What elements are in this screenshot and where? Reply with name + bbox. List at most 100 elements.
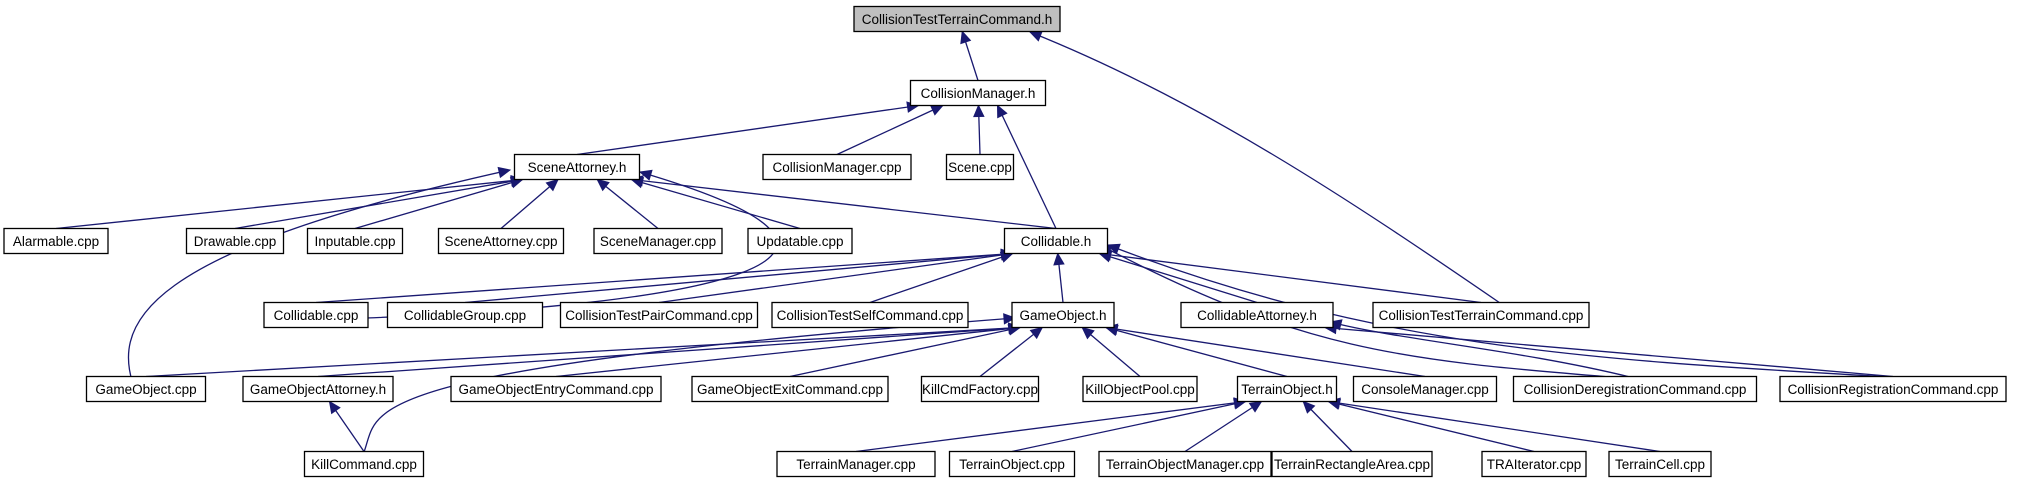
file-node[interactable]: TerrainManager.cpp	[776, 450, 936, 478]
dependency-edge	[576, 104, 919, 156]
node-box	[920, 375, 1040, 403]
node-label: TRAIterator.cpp	[1487, 457, 1582, 472]
file-node[interactable]: CollisionDeregistrationCommand.cpp	[1512, 375, 1758, 403]
dependency-edge	[1029, 31, 1501, 304]
file-node[interactable]: CollisionTestSelfCommand.cpp	[771, 301, 969, 329]
file-node[interactable]: Collidable.h	[1003, 227, 1109, 255]
file-node[interactable]: CollisionTestTerrainCommand.cpp	[1372, 301, 1590, 329]
node-box	[85, 375, 207, 403]
node-box	[1082, 375, 1198, 403]
node-box	[450, 375, 662, 403]
node-box	[437, 227, 565, 255]
file-node[interactable]: SceneAttorney.cpp	[437, 227, 565, 255]
arrowhead-icon	[545, 178, 559, 192]
arrowhead-icon	[596, 178, 610, 192]
dependency-edge	[1184, 400, 1262, 453]
node-box	[691, 375, 889, 403]
file-node[interactable]: GameObject.h	[1011, 301, 1115, 329]
file-node[interactable]: KillObjectPool.cpp	[1082, 375, 1198, 403]
file-node[interactable]: TerrainObject.h	[1236, 375, 1338, 403]
file-node[interactable]: GameObjectExitCommand.cpp	[691, 375, 889, 403]
dependency-edge	[1105, 326, 1288, 378]
node-box	[948, 450, 1076, 478]
node-label: GameObject.cpp	[95, 382, 196, 397]
node-box	[3, 227, 109, 255]
file-node[interactable]: TRAIterator.cpp	[1481, 450, 1587, 478]
file-node[interactable]: Alarmable.cpp	[3, 227, 109, 255]
dependency-edge	[996, 105, 1057, 229]
arrowhead-icon	[1248, 400, 1263, 413]
node-label: CollisionTestTerrainCommand.cpp	[1379, 308, 1584, 323]
dependency-edge	[658, 252, 1013, 304]
node-label: KillObjectPool.cpp	[1085, 382, 1195, 397]
file-node[interactable]: CollisionManager.h	[909, 79, 1047, 107]
file-node[interactable]: TerrainRectangleArea.cpp	[1271, 450, 1433, 478]
dependency-edge	[1081, 327, 1141, 377]
file-node[interactable]: SceneAttorney.h	[513, 153, 641, 181]
dependency-edge	[1011, 400, 1246, 453]
node-box	[945, 153, 1015, 181]
node-label: CollisionTestTerrainCommand.h	[862, 12, 1053, 27]
dependency-edge	[789, 326, 1021, 378]
node-box	[263, 301, 369, 329]
arrowhead-icon	[1028, 30, 1043, 42]
file-node[interactable]: TerrainObject.cpp	[948, 450, 1076, 478]
file-node[interactable]: SceneManager.cpp	[593, 227, 723, 255]
node-label: Alarmable.cpp	[13, 234, 99, 249]
arrowhead-icon	[638, 169, 653, 181]
file-node[interactable]: TerrainObjectManager.cpp	[1098, 450, 1272, 478]
file-node[interactable]: ConsoleManager.cpp	[1352, 375, 1498, 403]
node-label: TerrainManager.cpp	[796, 457, 915, 472]
node-label: TerrainObject.h	[1241, 382, 1333, 397]
file-node[interactable]: KillCommand.cpp	[303, 450, 425, 478]
arrowhead-icon	[497, 166, 512, 179]
file-node[interactable]: Inputable.cpp	[306, 227, 404, 255]
node-label: KillCmdFactory.cpp	[922, 382, 1038, 397]
dependency-edge	[631, 178, 1057, 230]
file-node[interactable]: CollisionTestPairCommand.cpp	[559, 301, 759, 329]
node-layer: CollisionTestTerrainCommand.hCollisionMa…	[3, 5, 2007, 478]
file-node[interactable]: Scene.cpp	[945, 153, 1015, 181]
file-node[interactable]: GameObject.cpp	[85, 375, 207, 403]
file-node[interactable]: GameObjectAttorney.h	[242, 375, 394, 403]
dependency-edge	[631, 178, 801, 230]
file-node[interactable]: GameObjectEntryCommand.cpp	[450, 375, 662, 403]
node-box	[306, 227, 404, 255]
file-node[interactable]: Drawable.cpp	[185, 227, 285, 255]
file-node[interactable]: CollisionManager.cpp	[762, 153, 912, 181]
arrowhead-icon	[929, 104, 944, 116]
dependency-edge	[55, 178, 523, 230]
dependency-edge	[234, 178, 523, 230]
root-file-node[interactable]: CollisionTestTerrainCommand.h	[853, 5, 1061, 33]
node-label: Scene.cpp	[948, 160, 1012, 175]
node-label: CollidableGroup.cpp	[404, 308, 526, 323]
file-node[interactable]: Collidable.cpp	[263, 301, 369, 329]
node-box	[853, 5, 1061, 33]
file-node[interactable]: TerrainCell.cpp	[1608, 450, 1712, 478]
file-node[interactable]: Updatable.cpp	[747, 227, 853, 255]
node-box	[1098, 450, 1272, 478]
dependency-edge	[869, 252, 1013, 304]
file-node[interactable]: CollidableGroup.cpp	[386, 301, 544, 329]
node-label: CollisionDeregistrationCommand.cpp	[1524, 382, 1747, 397]
node-label: CollisionManager.cpp	[772, 160, 901, 175]
node-label: TerrainObjectManager.cpp	[1106, 457, 1264, 472]
arrowhead-icon	[1106, 243, 1121, 255]
node-label: CollisionTestSelfCommand.cpp	[777, 308, 964, 323]
dependency-edge	[1099, 252, 1482, 304]
node-label: CollisionTestPairCommand.cpp	[565, 308, 753, 323]
arrowhead-icon	[1003, 313, 1017, 325]
dependency-edge	[855, 400, 1246, 453]
node-box	[747, 227, 853, 255]
file-node[interactable]: CollidableAttorney.h	[1180, 301, 1334, 329]
file-node[interactable]: KillCmdFactory.cpp	[920, 375, 1040, 403]
node-box	[1481, 450, 1587, 478]
dependency-edge	[363, 317, 1016, 453]
file-node[interactable]: CollisionRegistrationCommand.cpp	[1779, 375, 2007, 403]
node-box	[1352, 375, 1498, 403]
node-label: GameObjectAttorney.h	[250, 382, 386, 397]
node-label: SceneAttorney.cpp	[444, 234, 557, 249]
node-box	[1011, 301, 1115, 329]
arrowhead-icon	[996, 104, 1008, 119]
